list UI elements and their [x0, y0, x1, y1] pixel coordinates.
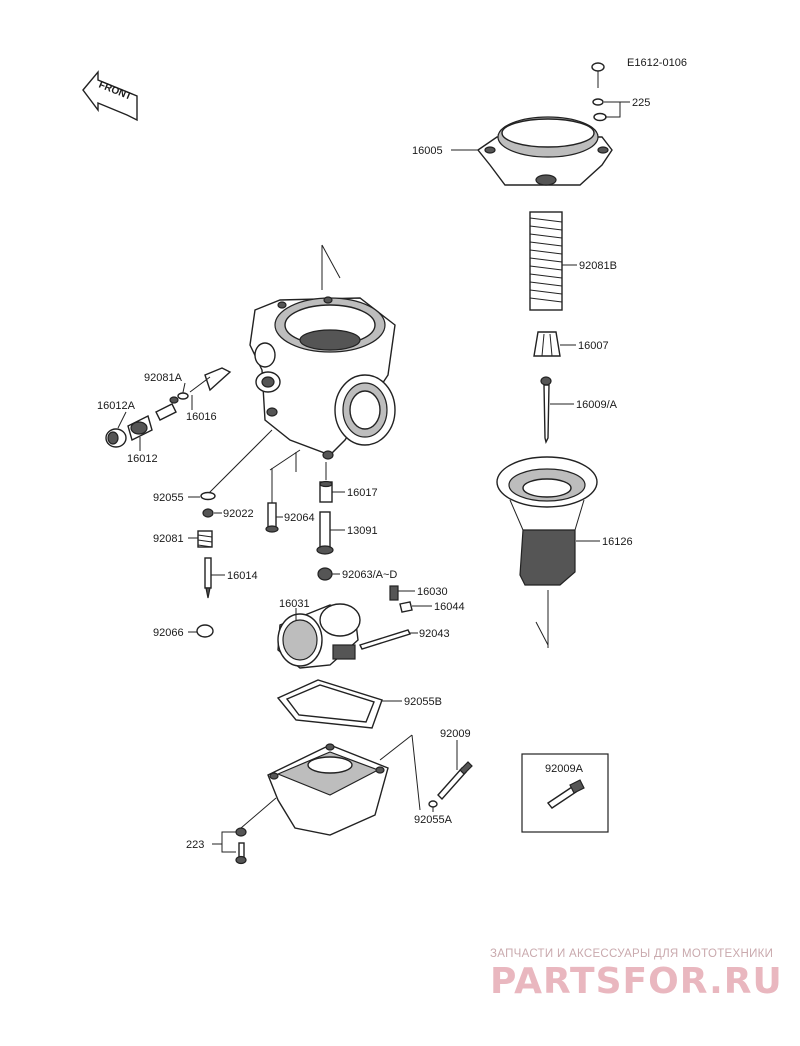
float-bowl — [267, 743, 389, 836]
cap-16012 — [127, 414, 153, 442]
bowl-screw-223 — [235, 827, 247, 865]
label-92064: 92064 — [284, 512, 315, 524]
float-16031 — [277, 603, 361, 669]
vacuum-piston-16126 — [496, 456, 598, 586]
pilot-screw-16014 — [204, 557, 212, 599]
label-92055A: 92055A — [414, 814, 453, 826]
label-92081B: 92081B — [579, 260, 617, 272]
label-92063: 92063/A~D — [342, 569, 397, 581]
label-16030: 16030 — [417, 586, 448, 598]
spring-92081B — [529, 211, 563, 311]
label-16016: 16016 — [186, 411, 217, 423]
watermark-caption: ЗАПЧАСТИ И АКСЕССУАРЫ ДЛЯ МОТОТЕХНИКИ — [490, 948, 774, 960]
label-16012: 16012 — [127, 453, 158, 465]
diagram-code: E1612-0106 — [627, 57, 687, 69]
gasket-92055B — [276, 679, 383, 729]
label-13091: 13091 — [347, 525, 378, 537]
label-16009A: 16009/A — [576, 399, 618, 411]
carburetor-body — [249, 296, 396, 460]
needle-jet-16017 — [319, 480, 333, 503]
main-jet-92063 — [317, 567, 333, 581]
inset-box-92009A — [521, 753, 609, 833]
washer-92022 — [202, 508, 214, 518]
cap-92066 — [196, 624, 214, 638]
label-16044: 16044 — [434, 601, 465, 613]
label-92009: 92009 — [440, 728, 471, 740]
spring-92081A — [155, 403, 177, 421]
watermark-logo[interactable]: PARTSFOR.RU — [490, 961, 783, 1002]
label-225: 225 — [632, 97, 650, 109]
float-pin-92043 — [359, 629, 411, 650]
top-cover-screw — [591, 62, 607, 122]
label-92022: 92022 — [223, 508, 254, 520]
label-16012A: 16012A — [97, 400, 136, 412]
label-92009A: 92009A — [545, 763, 584, 775]
label-92055B: 92055B — [404, 696, 442, 708]
jet-needle-16009A — [540, 376, 552, 445]
bleed-pipe-92064 — [265, 502, 279, 533]
drain-screw-92009 — [437, 761, 473, 801]
label-92081A: 92081A — [144, 372, 183, 384]
label-16014: 16014 — [227, 570, 258, 582]
front-arrow: FRONT — [82, 70, 138, 122]
label-16005: 16005 — [412, 145, 443, 157]
top-cover-16005 — [476, 116, 613, 186]
spring-92081 — [197, 530, 213, 548]
float-valve-16030 — [389, 585, 413, 613]
label-92043: 92043 — [419, 628, 450, 640]
label-92066: 92066 — [153, 627, 184, 639]
label-92055: 92055 — [153, 492, 184, 504]
o-ring-92055A — [428, 800, 438, 808]
label-16017: 16017 — [347, 487, 378, 499]
label-223: 223 — [186, 839, 204, 851]
pilot-screw-16016 — [169, 367, 232, 404]
cap-16012A — [105, 428, 127, 448]
label-16031: 16031 — [279, 598, 310, 610]
o-ring-92055 — [200, 491, 216, 501]
retainer-16007 — [533, 331, 561, 357]
label-92081: 92081 — [153, 533, 184, 545]
label-16007: 16007 — [578, 340, 609, 352]
holder-13091 — [316, 511, 334, 555]
label-16126: 16126 — [602, 536, 633, 548]
